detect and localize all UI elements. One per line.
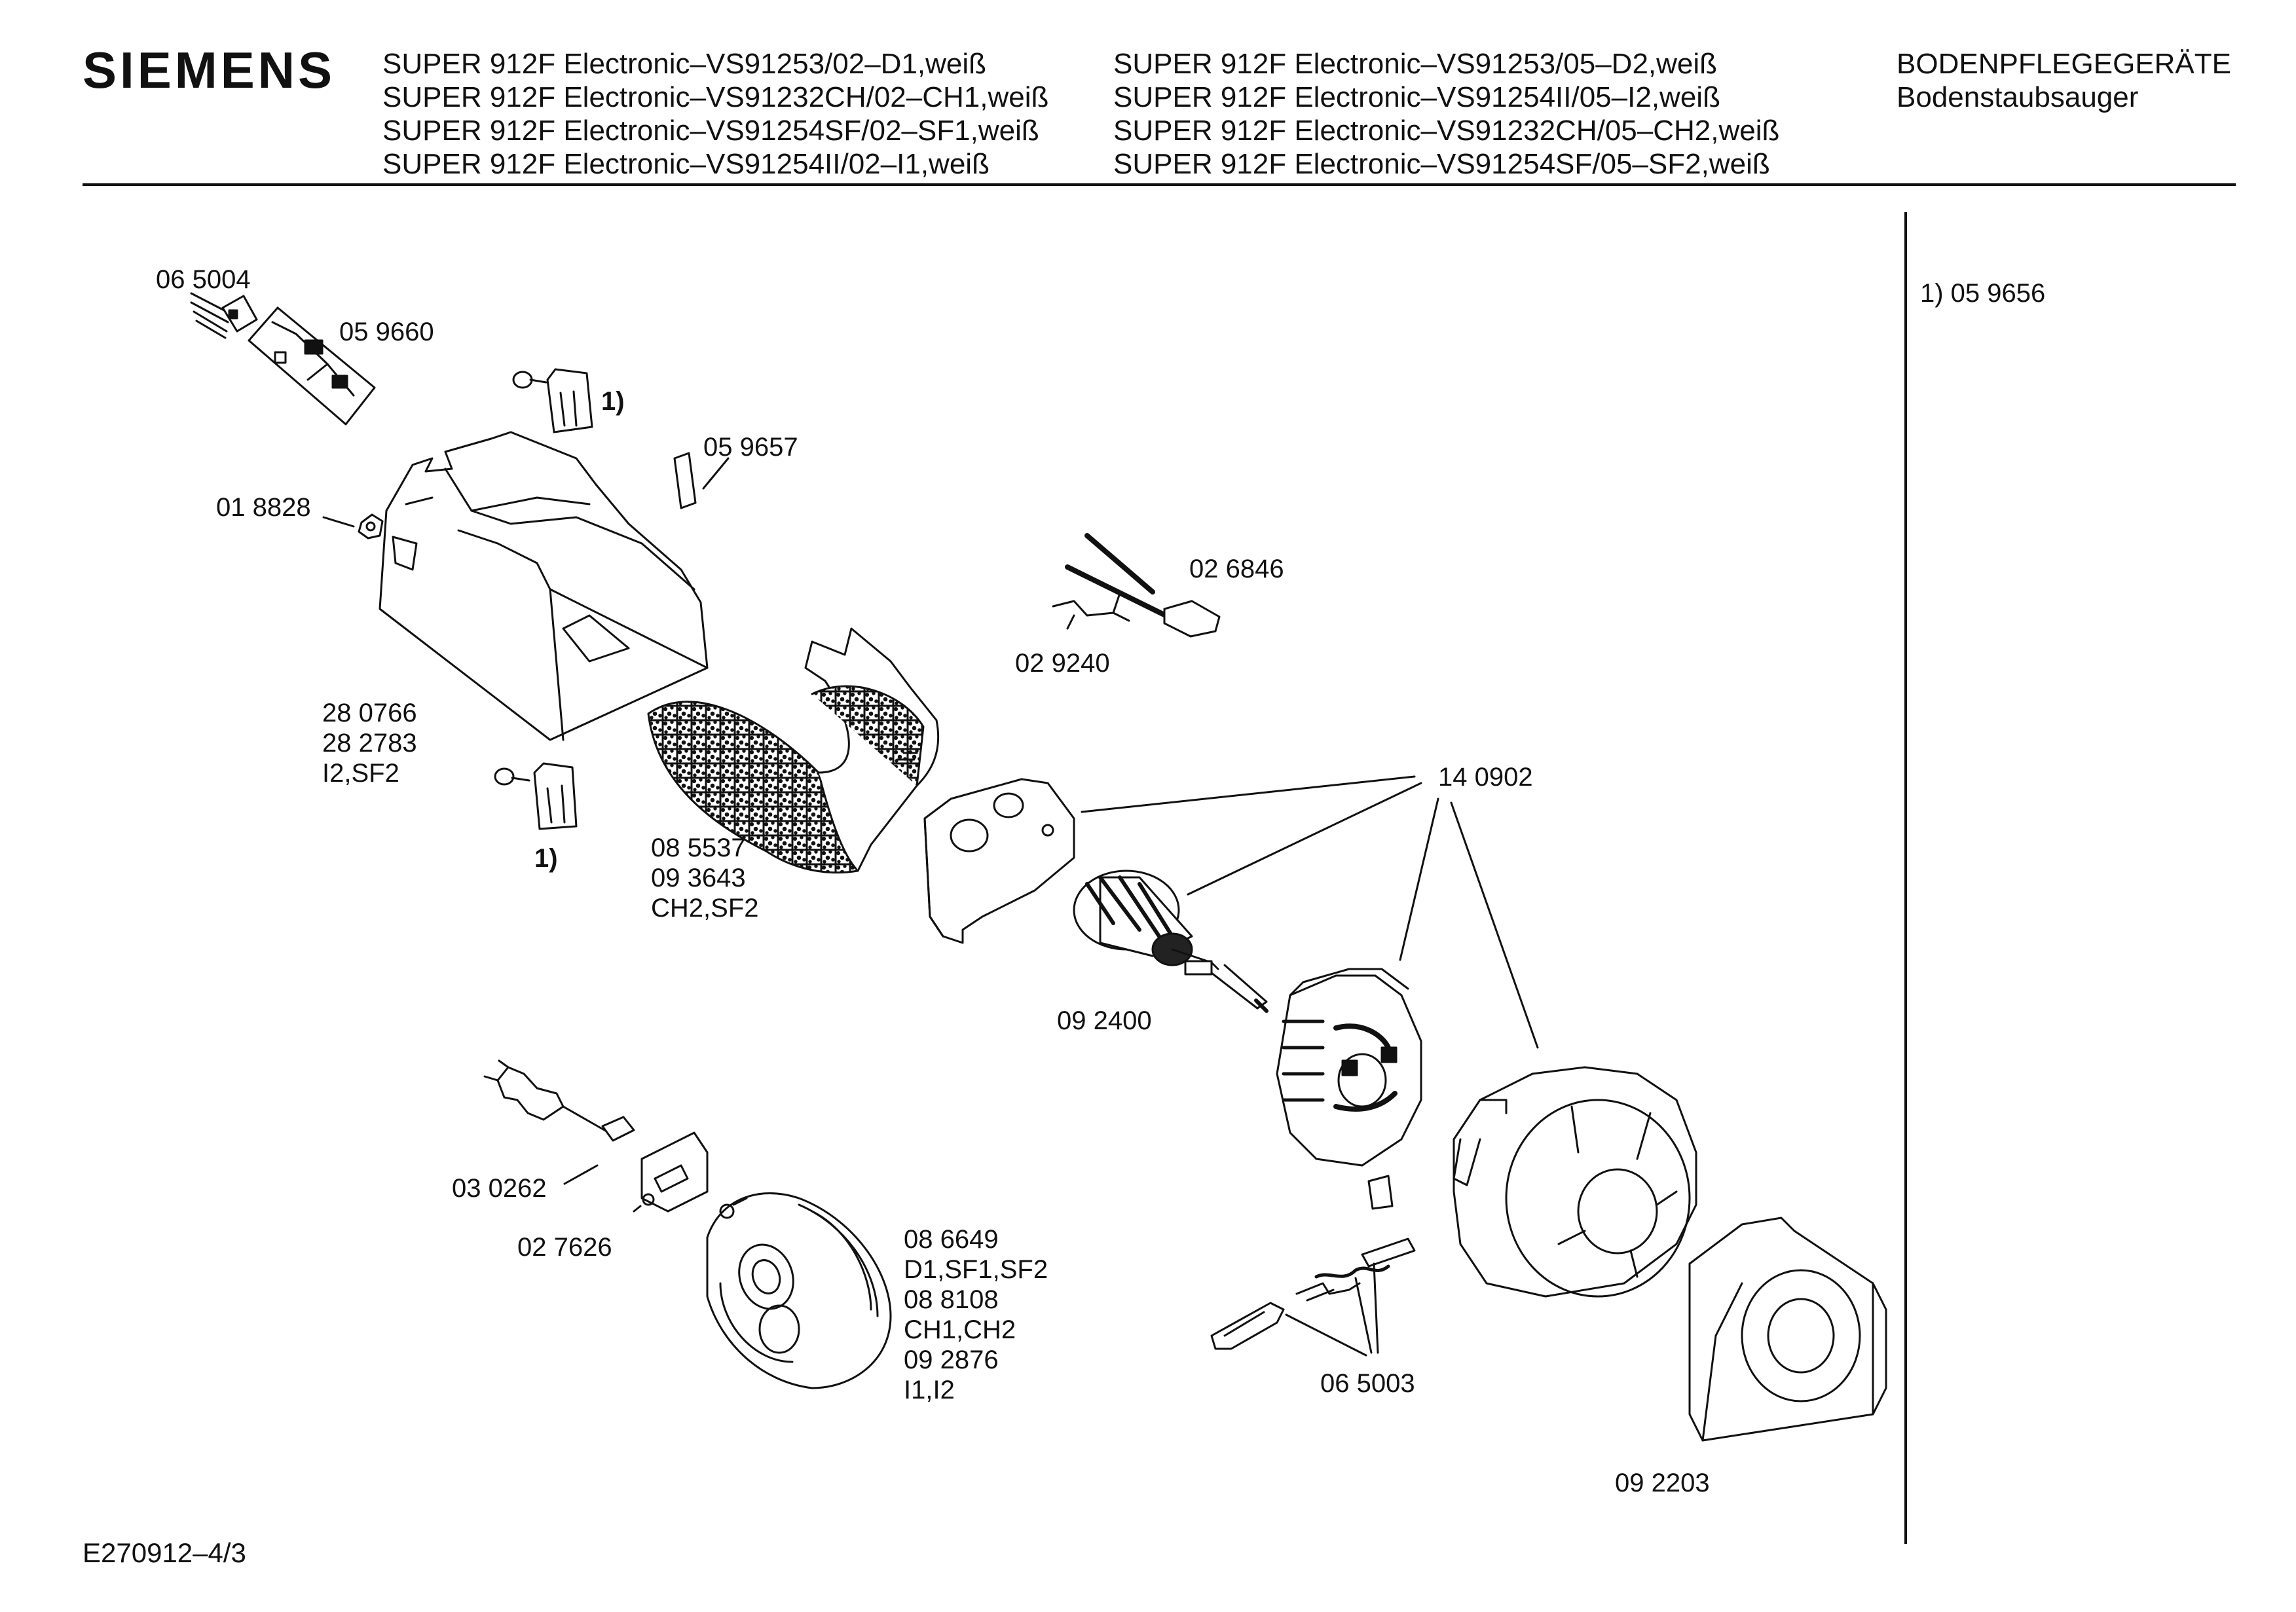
switch-part [634, 1133, 707, 1211]
brand-logo: SIEMENS [83, 41, 336, 99]
model-line: SUPER 912F Electronic–VS91232CH/05–CH2,w… [1113, 115, 1780, 147]
part-label: D1,SF1,SF2 [904, 1255, 1048, 1284]
part-label: 06 5004 [156, 265, 251, 294]
part-label-group: 08 5537 09 3643 CH2,SF2 [651, 833, 759, 923]
part-label: 02 7626 [517, 1233, 612, 1262]
model-line: SUPER 912F Electronic–VS91254SF/02–SF1,w… [382, 115, 1039, 147]
part-label: 03 0262 [452, 1174, 547, 1203]
switch-module-part [249, 308, 375, 424]
brush-holder-part [1212, 1176, 1415, 1349]
part-label: 08 6649 [904, 1225, 999, 1254]
part-label: 09 2876 [904, 1346, 999, 1374]
filter-sleeve-part [648, 629, 938, 873]
tab-part [675, 453, 728, 508]
footnote-marker: 1) [601, 387, 625, 416]
part-label: 05 9657 [703, 433, 798, 462]
part-label: 28 2783 [322, 729, 417, 758]
model-line: SUPER 912F Electronic–VS91232CH/02–CH1,w… [382, 81, 1049, 113]
part-label: 02 9240 [1015, 649, 1110, 678]
cable-reel-part [707, 1194, 891, 1389]
motor-end-cover-part [925, 779, 1074, 943]
power-plug-part [485, 1061, 634, 1184]
part-label: 08 8108 [904, 1285, 999, 1314]
part-label: 09 2400 [1057, 1006, 1152, 1035]
wire-harness-part [191, 293, 257, 338]
model-line: SUPER 912F Electronic–VS91253/02–D1,weiß [382, 48, 987, 80]
drawing-id: E270912–4/3 [83, 1537, 246, 1568]
screw-clip-bottom [495, 763, 576, 829]
part-label-group: 08 6649 D1,SF1,SF2 08 8108 CH1,CH2 09 28… [904, 1224, 1048, 1405]
motor-hood-part [380, 432, 707, 740]
part-label: 02 6846 [1189, 555, 1284, 583]
part-label: 08 5537 [651, 833, 746, 862]
part-label: I1,I2 [904, 1376, 955, 1404]
model-line: SUPER 912F Electronic–VS91254II/02–I1,we… [382, 148, 990, 180]
product-category: BODENPFLEGEGERÄTE Bodenstaubsauger [1897, 47, 2231, 114]
part-label: CH2,SF2 [651, 894, 759, 923]
fan-housing-part [1454, 1067, 1696, 1296]
model-line: SUPER 912F Electronic–VS91254SF/05–SF2,w… [1113, 148, 1770, 180]
footnote: 1) 05 9656 [1920, 279, 2046, 308]
part-label: I2,SF2 [322, 759, 399, 788]
part-label: 09 2203 [1615, 1469, 1710, 1497]
part-label: CH1,CH2 [904, 1315, 1016, 1344]
nut-part [324, 515, 382, 538]
armature-part [1074, 871, 1267, 1011]
model-list-left: SUPER 912F Electronic–VS91253/02–D1,weiß… [382, 47, 1048, 181]
part-label: 06 5003 [1320, 1369, 1415, 1398]
model-line: SUPER 912F Electronic–VS91254II/05–I2,we… [1113, 81, 1720, 113]
part-label: 09 3643 [651, 864, 746, 892]
stator-part [1277, 969, 1421, 1165]
part-label-group: 28 0766 28 2783 I2,SF2 [322, 698, 417, 788]
category-title: BODENPFLEGEGERÄTE [1897, 48, 2232, 80]
footnote-marker: 1) [534, 844, 558, 873]
carbon-brush-cable-part [1053, 536, 1219, 636]
category-subtitle: Bodenstaubsauger [1897, 81, 2139, 113]
part-label: 14 0902 [1438, 763, 1533, 792]
leader-lines [1082, 777, 1538, 1355]
fan-cover-part [1690, 1218, 1886, 1440]
model-line: SUPER 912F Electronic–VS91253/05–D2,weiß [1113, 48, 1718, 80]
model-list-right: SUPER 912F Electronic–VS91253/05–D2,weiß… [1113, 47, 1779, 181]
header-divider [83, 183, 2236, 186]
part-label: 05 9660 [339, 318, 434, 346]
part-label: 01 8828 [216, 493, 311, 522]
part-label: 28 0766 [322, 699, 417, 727]
screw-clip-top [513, 369, 592, 432]
sidebar-divider [1904, 212, 1907, 1544]
